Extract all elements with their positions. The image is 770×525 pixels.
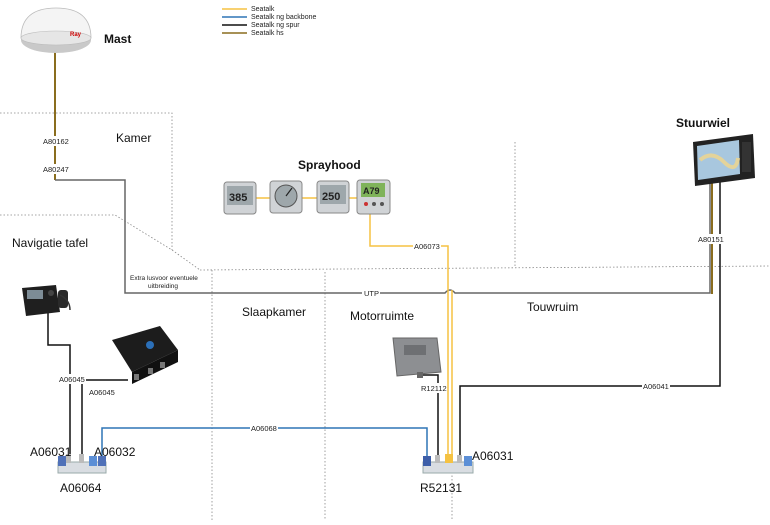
- legend: Seatalk Seatalk ng backbone Seatalk ng s…: [222, 6, 316, 37]
- cable-spur-stuurwiel: [459, 172, 721, 462]
- instrument-autopilot-icon: A79: [356, 179, 391, 215]
- border-navigatie-top: [0, 214, 201, 271]
- cable-seatalk-down: [369, 205, 449, 462]
- radar-dome-icon: Ray: [20, 7, 92, 53]
- part-label-a06064: A06064: [60, 481, 102, 495]
- border-kamer: [0, 112, 173, 250]
- instrument-autopilot-value: A79: [363, 186, 380, 196]
- room-label-motorruimte: Motorruimte: [350, 309, 414, 323]
- instrument-depth-icon: 385: [223, 181, 257, 215]
- cable-backbone: [101, 427, 428, 462]
- cable-spur-vhf: [47, 312, 71, 462]
- cable-label-a06068: A06068: [251, 424, 277, 433]
- backbone-block-left: [57, 454, 107, 474]
- device-label-mast: Mast: [104, 32, 131, 46]
- vhf-radio-icon: [22, 285, 71, 316]
- room-label-kamer: Kamer: [116, 131, 151, 145]
- part-label-a06031-right: A06031: [472, 449, 514, 463]
- backbone-block-right: [422, 454, 474, 474]
- part-label-a06031-left: A06031: [30, 445, 72, 459]
- cable-label-a80247: A80247: [43, 165, 69, 174]
- part-label-r52131: R52131: [420, 481, 462, 495]
- room-label-navigatie-tafel: Navigatie tafel: [12, 236, 88, 250]
- note-extra-loop-line2: uitbreiding: [148, 283, 178, 290]
- cable-spur-r12112: [420, 374, 439, 462]
- legend-label-spur: Seatalk ng spur: [251, 22, 300, 29]
- cables: [47, 52, 721, 462]
- sprayhood-instruments: 385 250 A79: [223, 179, 391, 215]
- instrument-wind-icon: [269, 180, 303, 214]
- cable-label-a06045-left: A06045: [59, 375, 85, 384]
- instrument-depth-value: 385: [229, 192, 247, 204]
- engine-interface-icon: [392, 337, 442, 378]
- svg-text:Ray: Ray: [70, 32, 82, 38]
- mfd-display-icon: [693, 134, 755, 186]
- legend-label-backbone: Seatalk ng backbone: [251, 14, 316, 21]
- device-label-stuurwiel: Stuurwiel: [676, 116, 730, 130]
- border-lower-horizontal: [199, 265, 770, 271]
- note-extra-loop-line1: Extra lusvoor eventuele: [130, 275, 198, 282]
- cable-label-a06041: A06041: [643, 382, 669, 391]
- cable-utp: [55, 170, 711, 294]
- cable-labels: A80162 A80247 A06073 A80151 UTP A06045 A…: [42, 136, 725, 433]
- legend-label-hs: Seatalk hs: [251, 30, 284, 37]
- cable-label-a06073: A06073: [414, 242, 440, 251]
- cable-label-utp: UTP: [364, 289, 379, 298]
- part-label-a06032: A06032: [94, 445, 136, 459]
- ais-box-icon: [112, 326, 178, 384]
- cable-label-r12112: R12112: [421, 384, 447, 393]
- room-label-slaapkamer: Slaapkamer: [242, 305, 306, 319]
- cable-label-a80151: A80151: [698, 235, 724, 244]
- instrument-speed-value: 250: [322, 191, 340, 203]
- legend-label-seatalk: Seatalk: [251, 6, 275, 13]
- room-borders: [0, 112, 770, 520]
- room-label-touwruim: Touwruim: [527, 300, 578, 314]
- device-label-sprayhood: Sprayhood: [298, 158, 361, 172]
- cable-label-a80162: A80162: [43, 137, 69, 146]
- instrument-speed-icon: 250: [316, 180, 350, 214]
- cable-label-a06045-right: A06045: [89, 388, 115, 397]
